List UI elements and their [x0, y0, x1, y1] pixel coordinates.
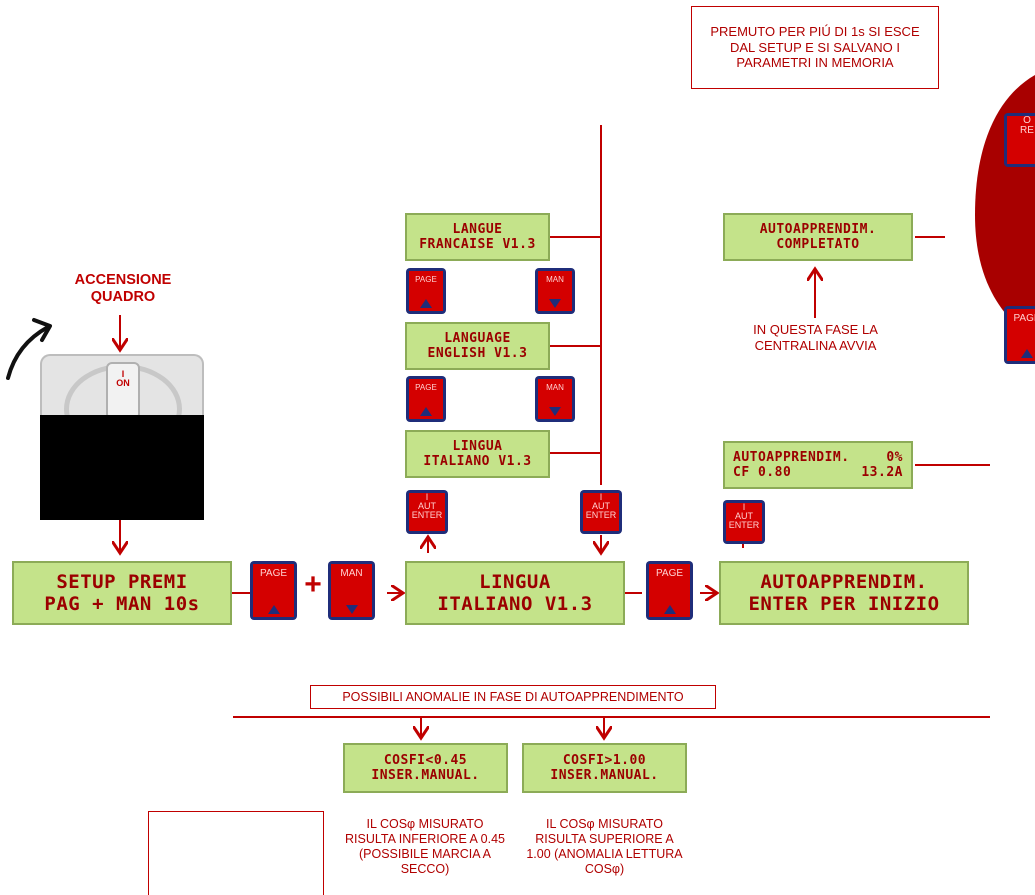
display-line: CF 0.80 13.2A [733, 465, 903, 480]
display-line: LINGUA [452, 438, 503, 454]
man-button-label: MAN [546, 383, 564, 392]
redacted-block [40, 415, 204, 520]
display-line: PAG + MAN 10s [44, 593, 200, 615]
page-button-label: PAGE [259, 568, 288, 579]
plus-sign: + [304, 568, 322, 601]
up-arrow-icon [1021, 349, 1033, 358]
cosfi-low-description: IL COSφ MISURATO RISULTA INFERIORE A 0.4… [345, 817, 506, 876]
display-line: AUTOAPPRENDIM. [760, 570, 928, 593]
display-line: ENTER PER INIZIO [748, 593, 940, 615]
enter-mark: I [742, 502, 746, 512]
man-button-label: MAN [340, 568, 363, 579]
page-button-label: PAGE [655, 568, 684, 579]
enter-aut-label: AUT [735, 511, 753, 521]
enter-label: ENTER [411, 510, 443, 520]
progress-percent: 0% [886, 449, 903, 465]
setup-exit-note-text: PREMUTO PER PIÚ DI 1s SI ESCE DAL SETUP … [710, 24, 920, 71]
display-line: LINGUA [479, 570, 551, 593]
anomalie-text: POSSIBILI ANOMALIE IN FASE DI AUTOAPPREN… [342, 689, 684, 704]
man-button[interactable]: MAN [535, 376, 575, 422]
enter-mark: I [599, 492, 603, 502]
enter-mark: I [425, 492, 429, 502]
partial-button-mark: O [1023, 115, 1031, 126]
up-arrow-icon [420, 407, 432, 416]
display-line: INSER.MANUAL. [371, 768, 480, 783]
display-lingua-it: LINGUA ITALIANO V1.3 [405, 430, 550, 478]
setup-exit-note: PREMUTO PER PIÚ DI 1s SI ESCE DAL SETUP … [691, 6, 939, 89]
display-setup: SETUP PREMI PAG + MAN 10s [12, 561, 232, 625]
current-value: 13.2A [861, 465, 903, 480]
display-line: SETUP PREMI [56, 570, 188, 593]
up-arrow-icon [420, 299, 432, 308]
anomalie-box: POSSIBILI ANOMALIE IN FASE DI AUTOAPPREN… [310, 685, 716, 709]
display-line: ENGLISH V1.3 [427, 346, 528, 361]
page-button-label: PAGE [415, 383, 437, 392]
enter-label: ENTER [585, 510, 617, 520]
down-arrow-icon [549, 407, 561, 416]
display-langue-fr: LANGUE FRANCAISE V1.3 [405, 213, 550, 261]
display-line: INSER.MANUAL. [550, 768, 659, 783]
display-line: COMPLETATO [776, 237, 860, 252]
display-lingua-main: LINGUA ITALIANO V1.3 [405, 561, 625, 625]
page-button[interactable]: PAGE [250, 561, 297, 620]
page-button[interactable]: PAGE [646, 561, 693, 620]
main-switch[interactable]: I ON [40, 354, 204, 520]
display-language-en: LANGUAGE ENGLISH V1.3 [405, 322, 550, 370]
down-arrow-icon [345, 605, 358, 614]
display-line: FRANCAISE V1.3 [419, 237, 536, 252]
switch-lever: I ON [106, 362, 140, 420]
switch-mark: I [121, 369, 125, 379]
display-line: ITALIANO V1.3 [423, 454, 532, 469]
man-button[interactable]: MAN [328, 561, 375, 620]
display-line: COSFI>1.00 [562, 752, 647, 768]
empty-note-box [148, 811, 324, 895]
fase-note: IN QUESTA FASE LA CENTRALINA AVVIA [753, 322, 878, 353]
man-button[interactable]: MAN [535, 268, 575, 314]
up-arrow-icon [267, 605, 280, 614]
page-button[interactable]: PAGE [406, 268, 446, 314]
enter-label: ENTER [728, 520, 760, 530]
display-line: ITALIANO V1.3 [437, 593, 593, 615]
accensione-label: ACCENSIONE QUADRO [74, 272, 172, 306]
page-button-label: PAGE [1013, 313, 1035, 324]
switch-housing: I ON [40, 354, 204, 454]
progress-title: AUTOAPPRENDIM. [733, 449, 850, 465]
up-arrow-icon [663, 605, 676, 614]
switch-on-label: ON [116, 378, 130, 388]
display-line: AUTOAPPRENDIM. [759, 221, 877, 237]
display-line: LANGUAGE [444, 330, 511, 346]
enter-aut-label: AUT [418, 501, 436, 511]
display-line: LANGUE [452, 221, 503, 237]
enter-aut-label: AUT [592, 501, 610, 511]
display-line: AUTOAPPRENDIM. 0% [733, 450, 903, 465]
display-cosfi-low: COSFI<0.45 INSER.MANUAL. [343, 743, 508, 793]
cosfi-high-description: IL COSφ MISURATO RISULTA SUPERIORE A 1.0… [526, 817, 683, 876]
display-line: COSFI<0.45 [383, 752, 468, 768]
display-autoapp-progress: AUTOAPPRENDIM. 0% CF 0.80 13.2A [723, 441, 913, 489]
page-button-label: PAGE [415, 275, 437, 284]
display-cosfi-high: COSFI>1.00 INSER.MANUAL. [522, 743, 687, 793]
down-arrow-icon [549, 299, 561, 308]
page-button[interactable]: PAGE [1004, 306, 1035, 364]
display-autoapp-done: AUTOAPPRENDIM. COMPLETATO [723, 213, 913, 261]
partial-button-label: RE [1020, 125, 1034, 136]
man-button-label: MAN [546, 275, 564, 284]
page-button[interactable]: PAGE [406, 376, 446, 422]
cosfi-value: CF 0.80 [733, 465, 792, 480]
display-autoapp-enter: AUTOAPPRENDIM. ENTER PER INIZIO [719, 561, 969, 625]
